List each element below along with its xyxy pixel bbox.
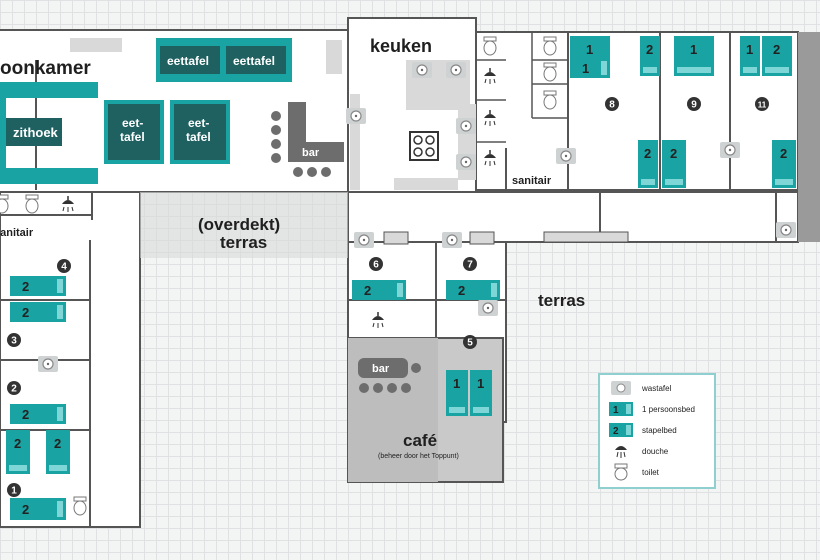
eettafel-label-1: eettafel [167, 54, 209, 68]
room-number-badge: 4 [57, 259, 71, 273]
legend-label-toilet: toilet [642, 467, 659, 477]
sanitair-left-label: sanitair [0, 227, 34, 239]
bed-label: 2 [22, 502, 29, 517]
sanitair-right-label: sanitair [512, 175, 552, 187]
legend-label-sink: wastafel [642, 383, 672, 393]
bunk-bed-icon: 2 [608, 422, 634, 438]
bunk-bed-icon: 2 [352, 280, 406, 300]
sink-icon [608, 380, 634, 396]
bed-label: 2 [646, 42, 653, 57]
bed-label: 2 [14, 436, 21, 451]
svg-text:7: 7 [467, 260, 473, 271]
bed-label: 2 [644, 146, 651, 161]
legend-row-shower: douche [608, 442, 668, 460]
bunk-bed-icon: 2 [10, 498, 66, 520]
legend-row-toilet: toilet [608, 463, 659, 481]
bed-label: 2 [670, 146, 677, 161]
room-number-badge: 8 [605, 97, 619, 111]
bed-label: 1 [582, 61, 589, 76]
bar-label: bar [302, 147, 320, 159]
single-bed-icon: 1 [674, 36, 714, 76]
bed-label: 1 [477, 376, 484, 391]
svg-text:2: 2 [613, 426, 619, 437]
svg-text:1: 1 [613, 405, 619, 416]
eet-tafel-label-1a: eet- [122, 116, 143, 130]
bunk-bed-icon: 2 [10, 276, 66, 296]
legend-label-shower: douche [642, 446, 669, 456]
svg-text:9: 9 [691, 100, 697, 111]
single-bed-icon: 1 [608, 401, 634, 417]
legend-row-single-bed: 1 1 persoonsbed [608, 400, 695, 418]
bed-label: 1 [746, 42, 753, 57]
bunk-bed-icon: 2 [46, 430, 70, 474]
bed-label: 2 [780, 146, 787, 161]
terras-label: terras [538, 291, 585, 310]
room-number-badge: 6 [369, 257, 383, 271]
bed-label: 1 [690, 42, 697, 57]
bed-label: 2 [364, 283, 371, 298]
bed-label: 2 [773, 42, 780, 57]
svg-text:8: 8 [609, 100, 615, 111]
legend-label-bunk-bed: stapelbed [642, 425, 677, 435]
bed-label: 2 [22, 407, 29, 422]
bunk-bed-icon: 2 [772, 140, 796, 188]
zithoek-label: zithoek [13, 125, 59, 140]
svg-text:1: 1 [11, 486, 17, 497]
legend-row-sink: wastafel [608, 379, 671, 397]
eet-tafel-label-2a: eet- [188, 116, 209, 130]
svg-text:3: 3 [11, 336, 17, 347]
bed-label: 2 [22, 305, 29, 320]
bunk-bed-icon: 2 [446, 280, 500, 300]
cafe-label: café [403, 431, 437, 450]
overdekt-terras-label: terras [220, 233, 267, 252]
legend: wastafel 1 1 persoonsbed 2 stapelbed dou… [598, 373, 716, 489]
eet-tafel-label-1b: tafel [120, 130, 145, 144]
bunk-bed-icon: 2 [10, 302, 66, 322]
eettafel-label-2: eettafel [233, 54, 275, 68]
shower-icon [608, 443, 634, 459]
bed-label: 1 [453, 376, 460, 391]
bed-label: 1 [586, 42, 593, 57]
bunk-bed-icon: 2 [762, 36, 792, 76]
single-bed-icon: 1 [570, 58, 610, 78]
legend-row-bunk-bed: 2 stapelbed [608, 421, 677, 439]
room-number-badge: 9 [687, 97, 701, 111]
single-bed-icon: 1 [740, 36, 760, 76]
bed-label: 2 [22, 279, 29, 294]
bunk-bed-icon: 2 [6, 430, 30, 474]
bunk-bed-icon: 2 [662, 140, 686, 188]
cafe-bar-label: bar [372, 363, 390, 375]
room-number-badge: 1 [7, 483, 21, 497]
room-keuken-label: keuken [370, 36, 432, 56]
svg-text:5: 5 [467, 338, 473, 349]
room-woonkamer-label: oonkamer [0, 58, 91, 79]
bed-label: 2 [458, 283, 465, 298]
room-number-badge: 7 [463, 257, 477, 271]
room-number-badge: 11 [755, 97, 769, 111]
svg-text:4: 4 [61, 262, 67, 273]
svg-text:2: 2 [11, 384, 17, 395]
overdekt-label: (overdekt) [198, 215, 280, 234]
bunk-bed-icon: 2 [638, 140, 658, 188]
single-bed-icon: 1 [470, 370, 492, 416]
room-number-badge: 5 [463, 335, 477, 349]
single-bed-icon: 1 [446, 370, 468, 416]
toilet-icon [608, 463, 634, 481]
room-number-badge: 3 [7, 333, 21, 347]
svg-text:6: 6 [373, 260, 379, 271]
svg-text:11: 11 [758, 101, 767, 110]
bunk-bed-icon: 2 [640, 36, 660, 76]
cafe-note: (beheer door het Toppunt) [378, 453, 459, 460]
bunk-bed-icon: 2 [10, 404, 66, 424]
room-number-badge: 2 [7, 381, 21, 395]
eet-tafel-label-2b: tafel [186, 130, 211, 144]
bed-label: 2 [54, 436, 61, 451]
legend-label-single-bed: 1 persoonsbed [642, 404, 695, 414]
